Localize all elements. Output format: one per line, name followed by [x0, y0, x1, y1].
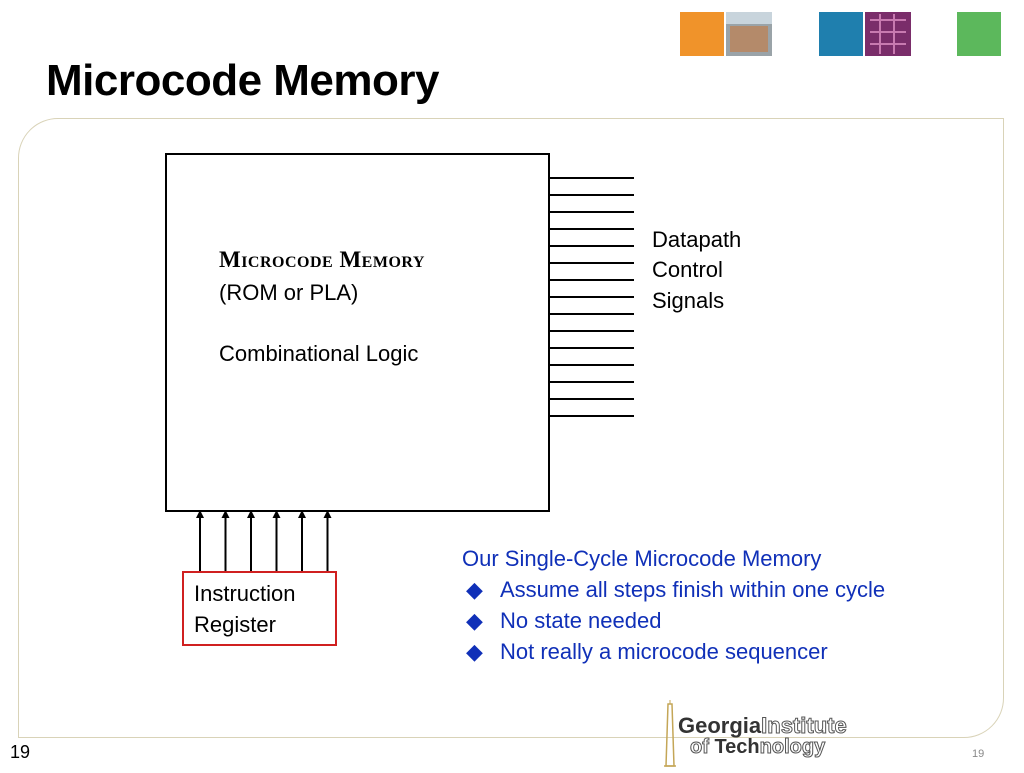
instruction-register-label-line1: Instruction: [194, 581, 296, 606]
notes-block: Our Single-Cycle Microcode Memory ◆ Assum…: [462, 543, 885, 667]
input-arrow: [247, 510, 255, 572]
instruction-register-label-line2: Register: [194, 612, 276, 637]
bullet-item: ◆ Not really a microcode sequencer: [462, 636, 885, 667]
bullet-item: ◆ Assume all steps finish within one cycl…: [462, 574, 885, 605]
building-photo-detail: [730, 26, 768, 52]
notes-heading: Our Single-Cycle Microcode Memory: [462, 546, 822, 571]
input-arrow: [196, 510, 204, 572]
input-arrow: [272, 510, 281, 572]
logo-line-1: GeorgiaInstitute: [678, 713, 848, 738]
bullet-text: No state needed: [500, 608, 662, 633]
georgia-tech-logo: GeorgiaInstitute of Technology: [650, 700, 870, 768]
input-arrow: [221, 510, 230, 572]
memory-block-subtitle: (ROM or PLA): [219, 280, 359, 305]
header-squares-graphic: [680, 12, 1001, 56]
diamond-bullet-icon: ◆: [466, 608, 483, 633]
control-signal-lines: [550, 177, 634, 417]
logo-tech: Tech: [714, 736, 760, 758]
page-number-small: 19: [972, 748, 985, 760]
orange-square: [680, 12, 724, 56]
page-number: 19: [10, 742, 31, 762]
bullet-text: Not really a microcode sequencer: [500, 639, 828, 664]
outputs-label-line3: Signals: [652, 288, 725, 313]
bullet-text: Assume all steps finish within one cycle: [500, 577, 886, 602]
teal-square: [819, 12, 863, 56]
tower-icon: [664, 700, 676, 767]
outputs-label-line1: Datapath: [652, 227, 742, 252]
content-frame: [18, 118, 1004, 738]
microcode-memory-block: [165, 153, 550, 512]
diamond-bullet-icon: ◆: [466, 639, 483, 664]
bullet-item: ◆ No state needed: [462, 605, 885, 636]
logo-line-2: of Technology: [689, 736, 826, 759]
circuit-photo-traces: [870, 14, 906, 54]
logo-georgia: Georgia: [678, 713, 762, 738]
header-decoration: [680, 12, 1010, 56]
instruction-register-box: [182, 571, 337, 646]
diamond-bullet-icon: ◆: [466, 577, 483, 602]
green-square: [957, 12, 1001, 56]
logo-institute: Institute: [761, 713, 848, 738]
input-arrow: [323, 510, 332, 572]
logo-of: of: [689, 736, 715, 759]
logo-nology: nology: [759, 736, 826, 759]
memory-block-title: Microcode Memory: [219, 247, 425, 272]
building-photo-sky: [726, 12, 772, 24]
circuit-photo: [865, 12, 911, 56]
slide-title: Microcode Memory: [46, 56, 439, 105]
input-arrow: [298, 510, 306, 572]
instruction-input-arrows: [196, 510, 332, 572]
outputs-label-line2: Control: [652, 257, 723, 282]
memory-block-type: Combinational Logic: [219, 341, 419, 366]
